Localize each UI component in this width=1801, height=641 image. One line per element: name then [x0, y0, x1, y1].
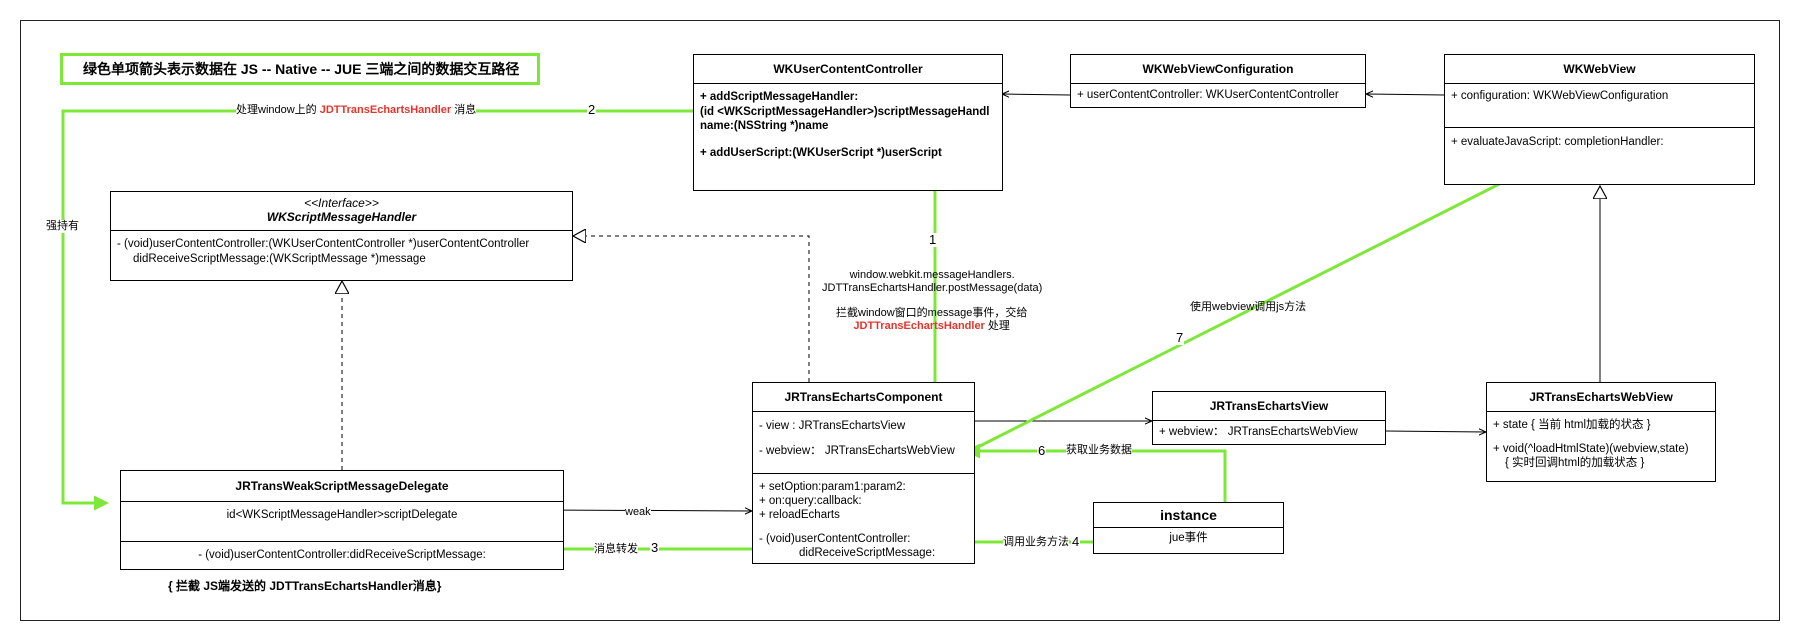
call-biz-label: 调用业务方法	[1003, 536, 1069, 549]
post-line-1: window.webkit.messageHandlers.	[849, 269, 1015, 281]
step-1: 1	[928, 232, 938, 247]
box-wkusercontentcontroller: WKUserContentController + addScriptMessa…	[693, 54, 1003, 191]
box-wkscriptmessagehandler: <<Interface>> WKScriptMessageHandler - (…	[110, 191, 573, 281]
method-line: name:(NSString *)name	[700, 120, 829, 132]
delegate-note: { 拦截 JS端发送的 JDTTransEchartsHandler消息}	[168, 579, 442, 593]
intercept-line-1: 拦截window窗口的message事件，交给	[836, 307, 1028, 319]
config-to-ucc-arrow	[1002, 94, 1071, 95]
forward-label: 消息转发	[594, 543, 638, 556]
method-line: + void(^loadHtmlState)(webview,state)	[1493, 443, 1689, 455]
post-line-2: JDTTransEchartsHandler.postMessage(data)	[822, 282, 1043, 294]
method-line: - (void)userContentController:(WKUserCon…	[117, 238, 530, 250]
box-jrtransechartsview: JRTransEchartsView + webview： JRTransEch…	[1152, 391, 1386, 445]
method-line: - (void)userContentController:	[759, 533, 911, 545]
step-6: 6	[1037, 443, 1047, 458]
box-instance: instance jue事件	[1093, 502, 1284, 554]
method-line: + on:query:callback:	[759, 495, 862, 507]
method-line: didReceiveScriptMessage:	[799, 547, 936, 559]
stereotype-label: <<Interface>>	[304, 196, 379, 210]
attribute-line: id<WKScriptMessageHandler>scriptDelegate	[121, 502, 563, 542]
method-line: + setOption:param1:param2:	[759, 481, 906, 493]
box-title: WKScriptMessageHandler	[266, 210, 417, 224]
box-wkwebview: WKWebView + configuration: WKWebViewConf…	[1444, 54, 1755, 185]
legend-box: 绿色单项箭头表示数据在 JS -- Native -- JUE 三端之间的数据交…	[60, 53, 540, 85]
post-message-label: window.webkit.messageHandlers. JDTTransE…	[822, 269, 1042, 295]
step-2: 2	[587, 102, 597, 117]
box-title: JRTransWeakScriptMessageDelegate	[121, 471, 563, 502]
use-webview-label: 使用webview调用js方法	[1190, 301, 1307, 313]
method-line: + addUserScript:(WKUserScript *)userScri…	[700, 146, 942, 159]
attribute-line: + webview： JRTransEchartsWebView	[1159, 426, 1358, 438]
box-title: WKWebView	[1445, 55, 1754, 84]
attribute-line: + userContentController: WKUserContentCo…	[1077, 89, 1339, 101]
handle-prefix: 处理window上的	[236, 104, 320, 116]
box-jrtransechartscomponent: JRTransEchartsComponent - view : JRTrans…	[752, 382, 975, 564]
method-line: (id <WKScriptMessageHandler>)scriptMessa…	[700, 105, 990, 118]
intercept-label: 拦截window窗口的message事件，交给 JDTTransEchartsH…	[836, 307, 1027, 333]
strong-hold-label: 强持有	[46, 220, 79, 233]
event-line: jue事件	[1169, 532, 1208, 544]
diagram-frame	[20, 20, 1780, 621]
box-title: JRTransEchartsView	[1153, 392, 1385, 421]
box-wkwebviewconfiguration: WKWebViewConfiguration + userContentCont…	[1070, 54, 1366, 108]
component-realizes-interface	[573, 236, 810, 382]
intercept-red: JDTTransEchartsHandler	[853, 320, 985, 332]
method-line: + addScriptMessageHandler:	[700, 91, 859, 103]
handle-red: JDTTransEchartsHandler	[319, 104, 452, 116]
box-title: instance	[1094, 503, 1283, 528]
method-line: didReceiveScriptMessage:(WKScriptMessage…	[133, 253, 426, 265]
box-jrtransechartswebview: JRTransEchartsWebView + state { 当前 html加…	[1486, 382, 1716, 482]
legend-text: 绿色单项箭头表示数据在 JS -- Native -- JUE 三端之间的数据交…	[83, 61, 520, 77]
flow-2-arrow	[61, 109, 693, 511]
echartsview-webview-arrow	[1385, 431, 1486, 432]
box-title: JRTransEchartsWebView	[1487, 383, 1715, 412]
box-weakscriptmessagedelegate: JRTransWeakScriptMessageDelegate id<WKSc…	[120, 470, 564, 570]
box-title: JRTransEchartsComponent	[753, 383, 974, 412]
handle-suffix: 消息	[451, 104, 477, 116]
weak-label: weak	[625, 506, 651, 519]
handle-message-label: 处理window上的 JDTTransEchartsHandler 消息	[236, 104, 477, 117]
box-title: WKUserContentController	[694, 55, 1002, 84]
attribute-line: + state { 当前 html加载的状态 }	[1493, 419, 1651, 431]
webview-to-config-arrow	[1366, 94, 1445, 95]
step-7: 7	[1175, 330, 1185, 345]
method-line: + reloadEcharts	[759, 509, 840, 521]
method-line: { 实时回调html的加载状态 }	[1505, 457, 1645, 469]
attribute-line: - webview： JRTransEchartsWebView	[759, 445, 955, 457]
flow-7-arrow	[971, 160, 1546, 452]
intercept-suffix: 处理	[984, 320, 1010, 332]
attribute-line: - view : JRTransEchartsView	[759, 420, 906, 432]
step-3: 3	[650, 540, 660, 555]
step-4: 4	[1071, 534, 1081, 549]
method-line: - (void)userContentController:didReceive…	[198, 549, 486, 561]
attribute-line: + configuration: WKWebViewConfiguration	[1445, 84, 1754, 128]
box-title: WKWebViewConfiguration	[1071, 55, 1365, 84]
get-biz-label: 获取业务数据	[1066, 444, 1132, 457]
method-line: + evaluateJavaScript: completionHandler:	[1451, 136, 1664, 148]
